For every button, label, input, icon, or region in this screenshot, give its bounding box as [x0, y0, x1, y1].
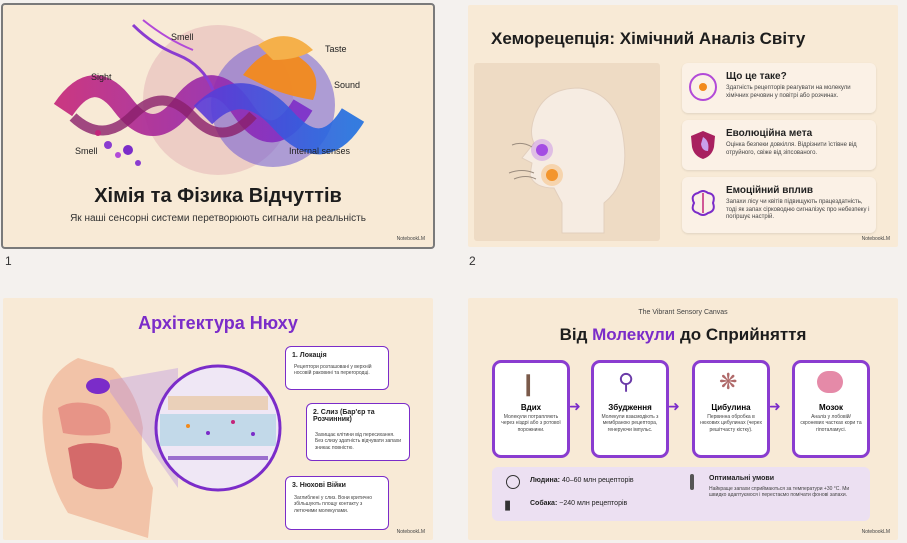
callout-location: 1. Локація Рецептори розташовані у верхн… — [285, 346, 389, 390]
title-pre: Від — [559, 325, 593, 344]
slide-thumbnail-1[interactable]: Smell Sight Taste Sound Smell Internal s… — [1, 3, 435, 249]
slide-thumbnail-3[interactable]: Архітектура Нюху 1. Локація Рецептори ро… — [3, 298, 433, 540]
brand-mark: NotebookLM — [861, 529, 890, 535]
arrow-icon: ➜ — [668, 398, 680, 414]
brand-mark: NotebookLM — [861, 236, 890, 242]
slide-subtitle: Як наші сенсорні системи перетворюють си… — [70, 213, 366, 224]
nasal-cavity-illustration — [42, 358, 282, 538]
step-card-inhale: ❙ Вдих Молекули потрапляють через ніздрі… — [492, 360, 570, 458]
card-body: Здатність рецепторів реагувати на молеку… — [726, 85, 851, 99]
slide-thumbnail-4[interactable]: The Vibrant Sensory Canvas Від Молекули … — [468, 298, 898, 540]
shield-leaf-icon — [691, 131, 715, 159]
step-card-excitation: ⚲ Збудження Молекули взаємодіють з мембр… — [591, 360, 669, 458]
human-value: 40–60 млн рецепторів — [560, 477, 634, 484]
human-stat: Людина: 40–60 млн рецепторів — [530, 477, 634, 484]
title-accent: Молекули — [592, 325, 676, 344]
slide-title: Хімія та Фізика Відчуттів — [94, 185, 342, 207]
info-card-evolution: Еволюційна мета Оцінка безпеки довкілля.… — [682, 120, 876, 170]
slide-number-1: 1 — [5, 254, 12, 268]
info-card-emotion: Емоційний вплив Запахи лісу чи квітів пі… — [682, 177, 876, 233]
brand-mark: NotebookLM — [396, 236, 425, 242]
slide-kicker: The Vibrant Sensory Canvas — [638, 309, 728, 316]
slide-number-2: 2 — [469, 254, 476, 268]
label-sight: Sight — [91, 72, 112, 82]
human-head-icon — [506, 475, 520, 489]
title-post: до Сприйняття — [675, 325, 807, 344]
arrow-icon: ➜ — [569, 398, 581, 414]
callout-title: 3. Нюхові Війки — [292, 482, 346, 489]
dog-label: Собака: — [530, 500, 558, 507]
senses-wave-illustration — [53, 19, 365, 175]
neuron-icon: ❋ — [719, 369, 738, 394]
step-card-brain: Мозок Аналіз у лобовій/скроневих частках… — [792, 360, 870, 458]
step-body: Молекули взаємодіють з мембраною рецепто… — [601, 414, 659, 433]
brain-icon — [691, 190, 715, 216]
head-profile-illustration — [508, 87, 626, 234]
dog-icon: ▮ — [504, 497, 512, 512]
callout-mucus: 2. Слиз (Бар'єр та Розчинник) Захищає кл… — [306, 403, 410, 461]
human-label: Людина: — [530, 477, 560, 484]
step-title: Мозок — [818, 403, 844, 412]
step-body: Первинна обробка в нюхових цибулинах (че… — [700, 414, 762, 433]
slide-title: Хеморецепція: Хімічний Аналіз Світу — [491, 29, 806, 48]
card-body: Оцінка безпеки довкілля. Відрізнити їсті… — [726, 142, 857, 156]
callout-body: Заглиблені у слиз. Вони критично збільшу… — [294, 495, 373, 514]
callout-title: 2. Слиз (Бар'єр та Розчинник) — [313, 409, 375, 423]
nose-icon: ❙ — [519, 371, 538, 396]
callout-body: Захищає клітини від пересихання. Без сли… — [315, 432, 402, 451]
label-smell-bottom: Smell — [75, 146, 98, 156]
label-sound: Sound — [334, 80, 361, 90]
step-card-bulb: ❋ Цибулина Первинна обробка в нюхових ци… — [692, 360, 770, 458]
step-body: Аналіз у лобовій/скроневих частках кори … — [800, 414, 862, 433]
label-taste: Taste — [325, 44, 347, 54]
label-internal-senses: Internal senses — [289, 146, 351, 156]
step-title: Цибулина — [711, 403, 751, 412]
stats-panel: Людина: 40–60 млн рецепторів ▮ Собака: ~… — [492, 467, 870, 521]
optimal-body: Найкраще запахи сприймаються за температ… — [709, 486, 850, 499]
callout-title: 1. Локація — [292, 352, 327, 359]
card-title: Що це таке? — [726, 71, 787, 82]
thermometer-icon — [690, 474, 694, 490]
slide-thumbnail-2[interactable]: Хеморецепція: Хімічний Аналіз Світу Що ц… — [468, 5, 898, 247]
arrow-icon: ➜ — [769, 398, 781, 414]
callout-body: Рецептори розташовані у верхній носовій … — [294, 364, 372, 377]
brand-mark: NotebookLM — [396, 529, 425, 535]
atom-core-icon — [699, 83, 707, 91]
card-title: Емоційний вплив — [726, 185, 814, 196]
card-body: Запахи лісу чи квітів підвищують працезд… — [726, 199, 870, 220]
slide-title: Архітектура Нюху — [138, 313, 298, 333]
label-smell-top: Smell — [171, 32, 194, 42]
atom-icon — [689, 73, 717, 101]
info-card-what: Що це таке? Здатність рецепторів реагува… — [682, 63, 876, 113]
card-title: Еволюційна мета — [726, 128, 813, 139]
step-title: Збудження — [608, 403, 652, 412]
dog-value: ~240 млн рецепторів — [557, 500, 628, 507]
step-body: Молекули потрапляють через ніздрі або з … — [501, 414, 561, 433]
brain-icon — [817, 371, 843, 393]
slide-title: Від Молекули до Сприйняття — [468, 325, 898, 345]
magnifier-icon: ⚲ — [618, 369, 635, 394]
step-title: Вдих — [520, 403, 542, 412]
callout-cilia: 3. Нюхові Війки Заглиблені у слиз. Вони … — [285, 476, 389, 530]
dog-stat: Собака: ~240 млн рецепторів — [530, 500, 627, 507]
optimal-title: Оптимальні умови — [709, 475, 775, 482]
face-illustration-panel — [474, 63, 660, 241]
